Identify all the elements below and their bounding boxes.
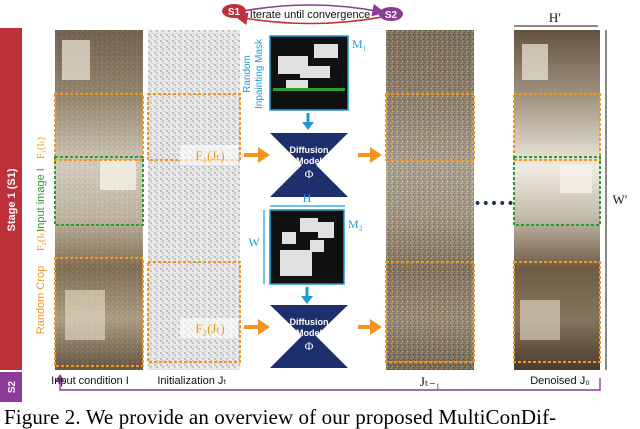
- m2-label: M₂: [348, 217, 363, 231]
- f2-t-label: F₂(Iₜ): [36, 229, 47, 251]
- figure-caption: Figure 2. We provide an overview of our …: [4, 405, 557, 429]
- s1-badge: [222, 4, 246, 18]
- h-prime-label: H′: [549, 10, 561, 25]
- stage1-label: Stage 1 (S1): [6, 168, 18, 231]
- iterate-loop: S1 Iterate until convergence S2: [222, 3, 403, 26]
- s2-badge: [379, 7, 403, 21]
- w-prime-label: W′: [612, 192, 627, 207]
- diffusion-model-2: Diffusion Model Φ: [270, 305, 348, 368]
- h-label: H: [303, 191, 312, 205]
- iterate-label: Iterate until convergence: [250, 9, 370, 21]
- input-condition-image: [54, 30, 144, 370]
- inpainting-mask-2: [269, 209, 345, 285]
- svg-text:Model: Model: [296, 156, 322, 166]
- input-image-label: Input image I: [35, 168, 47, 232]
- diffusion-model-1: Diffusion Model Φ: [270, 133, 348, 197]
- noisy-latent-image: [385, 30, 475, 370]
- svg-text:Model: Model: [296, 328, 322, 338]
- svg-text:S1: S1: [228, 7, 241, 18]
- input-condition-label: Input condition I: [51, 375, 129, 387]
- svg-text:Diffusion: Diffusion: [290, 317, 329, 327]
- j-t-minus-1-label: Jₜ₋₁: [420, 374, 440, 389]
- w-label: W: [248, 235, 260, 249]
- stage2-bar: [0, 372, 22, 402]
- ellipsis-dots: •••••: [473, 196, 514, 212]
- feedback-arrow: [59, 378, 601, 391]
- stage2-label: S2: [7, 380, 18, 393]
- f2-j-label: F₂(Jₜ): [195, 321, 224, 336]
- denoised-label: Denoised J₀: [530, 375, 590, 387]
- inpainting-mask-label: Inpainting Mask: [254, 38, 265, 109]
- f1-t-label: F₁(Iₜ): [36, 137, 47, 159]
- svg-text:Diffusion: Diffusion: [290, 145, 329, 155]
- inpainting-mask-1: [269, 35, 349, 111]
- initialization-noise: F₁(Jₜ) F₂(Jₜ): [147, 30, 241, 370]
- m1-label: M₁: [352, 37, 367, 51]
- random-label: Random: [242, 55, 253, 93]
- denoised-image: [513, 30, 601, 370]
- stage1-bar: [0, 28, 22, 370]
- f1-j-label: F₁(Jₜ): [195, 148, 224, 163]
- initialization-label: Initialization Jₜ: [157, 375, 226, 387]
- svg-text:S2: S2: [385, 10, 398, 21]
- method-overview-figure: S1 Iterate until convergence S2 Stage 1 …: [0, 3, 628, 402]
- random-crop-label: Random Crop: [35, 266, 47, 334]
- svg-text:Φ: Φ: [305, 339, 314, 353]
- svg-text:Φ: Φ: [305, 167, 314, 181]
